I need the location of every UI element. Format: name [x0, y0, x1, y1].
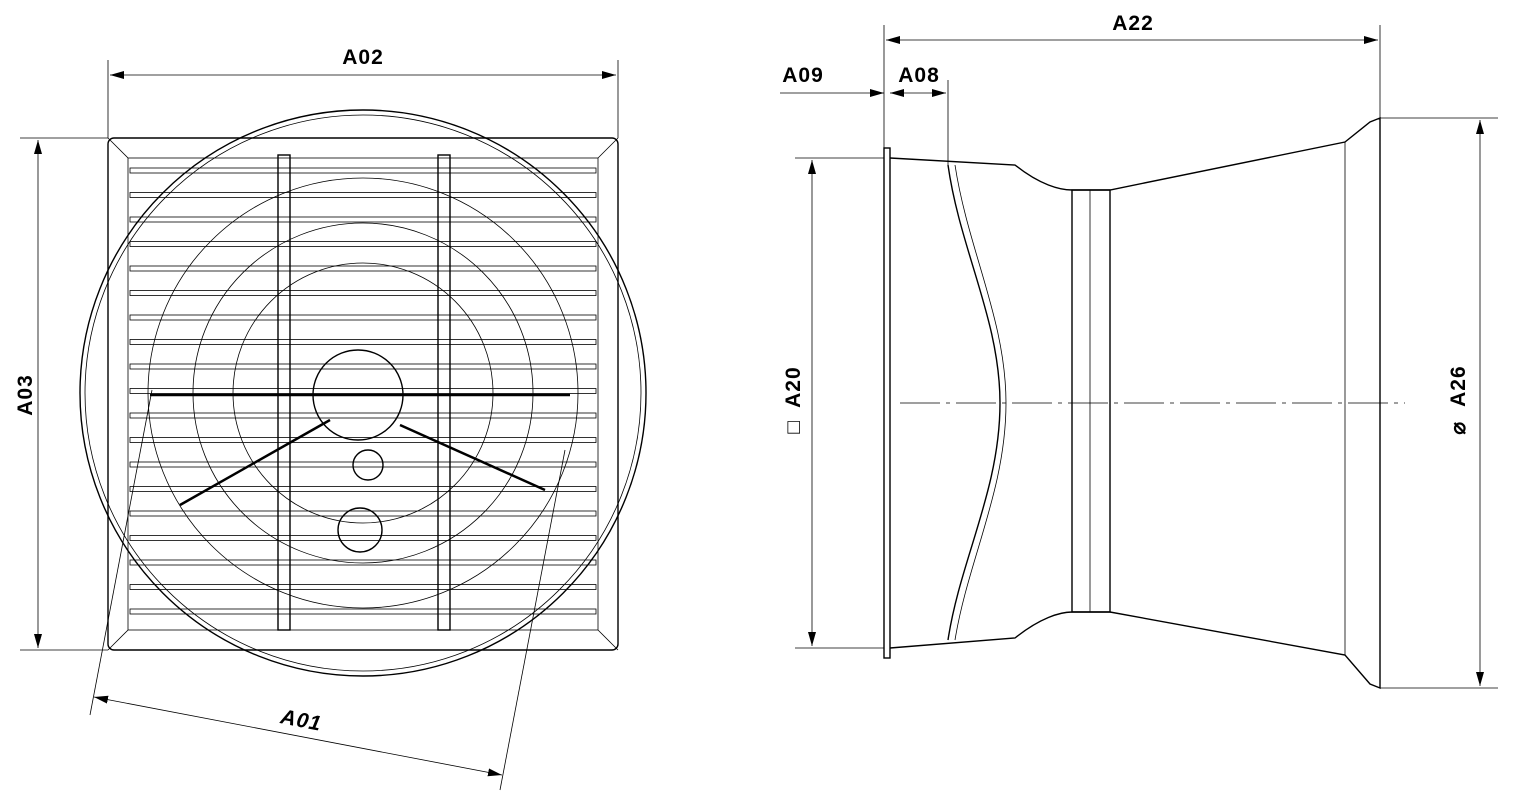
vertical-bar: [437, 154, 451, 631]
label-a01: A01: [278, 705, 324, 736]
louver-slat: [129, 412, 597, 419]
louver-slat: [129, 535, 597, 541]
side-view: [883, 116, 1405, 690]
front-flange: [883, 147, 891, 659]
louver-slat: [129, 437, 597, 443]
louver-slat: [129, 559, 597, 566]
louver-slat: [129, 167, 597, 174]
label-a02: A02: [342, 46, 384, 69]
louver-slat: [129, 290, 597, 296]
svg-text:⌀ A26: ⌀ A26: [1447, 365, 1470, 434]
label-a26: A26: [1447, 365, 1470, 407]
dimension-a03: A03: [14, 137, 108, 651]
label-a20: A20: [782, 366, 805, 408]
inlet-curve: [947, 164, 1001, 641]
dimension-a22: A22: [883, 12, 1381, 148]
square-symbol: □: [782, 420, 805, 434]
louver-slat: [129, 608, 597, 615]
louver-slats: [129, 167, 597, 615]
hub: [150, 349, 570, 553]
louver-slat: [129, 486, 597, 492]
label-a09: A09: [782, 64, 824, 87]
dimension-a02: A02: [107, 46, 619, 138]
louver-slat: [129, 363, 597, 370]
label-a22: A22: [1112, 12, 1154, 35]
dimension-a09-a08: A09 A08: [780, 64, 949, 165]
front-view: [79, 109, 647, 677]
louver-slat: [129, 265, 597, 272]
louver-slat: [129, 241, 597, 247]
louver-frame: [107, 137, 619, 651]
louver-slat: [129, 339, 597, 345]
louver-slat: [129, 510, 597, 517]
svg-text:□ A20: □ A20: [782, 366, 805, 433]
vertical-bar: [277, 154, 291, 631]
louver-slat: [129, 461, 597, 468]
louver-slat: [129, 314, 597, 321]
label-a08: A08: [898, 64, 940, 87]
label-a03: A03: [14, 374, 37, 416]
diameter-symbol: ⌀: [1447, 421, 1470, 435]
louver-slat: [129, 584, 597, 590]
dimension-a20: □ A20: [782, 157, 884, 649]
motor-ring: [1071, 189, 1111, 613]
dimension-a26: ⌀ A26: [1380, 117, 1498, 689]
housing-ring: [79, 109, 647, 677]
louver-slat: [129, 192, 597, 198]
louver-slat: [129, 216, 597, 223]
louver-slat: [129, 388, 597, 394]
dimension-a01: A01: [89, 389, 566, 791]
blade-circle: [147, 177, 579, 609]
